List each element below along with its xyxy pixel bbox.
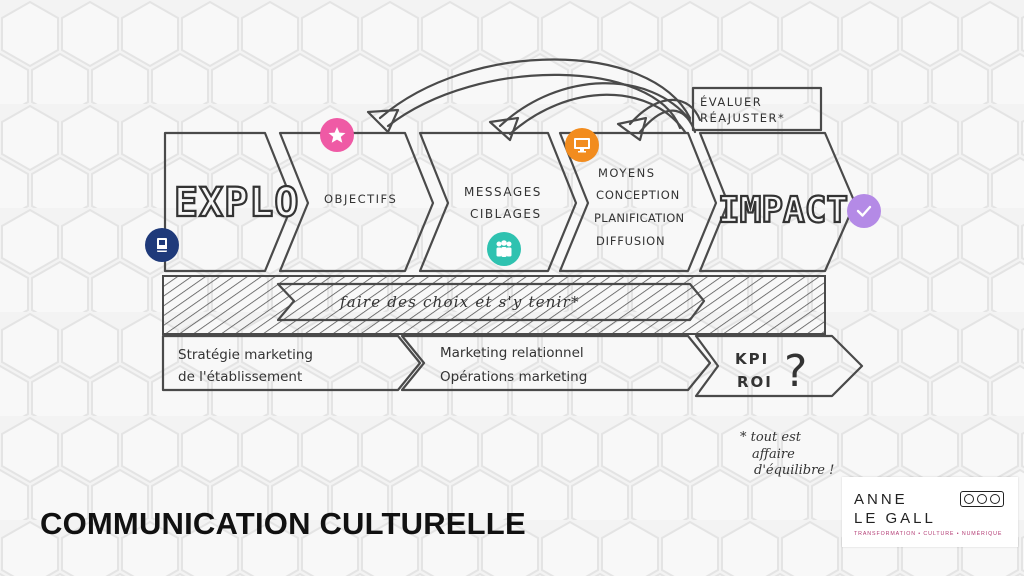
question-mark: ?	[784, 346, 807, 397]
marketing-line-1: Marketing relationnel	[440, 345, 584, 361]
strategie-line-2: de l'établissement	[178, 369, 302, 385]
step-moyens-line-4: DIFFUSION	[596, 234, 665, 248]
step-objectifs	[278, 131, 435, 273]
step-messages	[418, 131, 578, 273]
step-moyens	[558, 131, 718, 273]
author-logo: ANNE LE GALL TRANSFORMATION • CULTURE • …	[842, 477, 1018, 547]
check-badge	[847, 194, 881, 228]
logo-line-1: ANNE	[854, 491, 908, 508]
banner-text: faire des choix et s'y tenir*	[339, 293, 580, 311]
logo-line-2: LE GALL	[854, 510, 936, 527]
bottom-marketing	[400, 334, 712, 392]
monitor-badge	[565, 128, 599, 162]
marketing-line-2: Opérations marketing	[440, 369, 587, 385]
kpi-label: KPI	[735, 350, 769, 368]
step-objectifs-label: OBJECTIFS	[324, 192, 397, 206]
star-badge	[320, 118, 354, 152]
step-messages-line-1: MESSAGES	[464, 185, 542, 199]
step-moyens-line-1: MOYENS	[598, 166, 656, 180]
banner-arrow	[276, 282, 706, 322]
book-badge	[145, 228, 179, 262]
step-moyens-line-2: CONCEPTION	[596, 188, 680, 202]
feedback-line-2: RÉAJUSTER*	[700, 110, 785, 125]
footnote-line-1: * tout est	[740, 430, 802, 445]
check-icon	[856, 205, 872, 217]
footnote-line-2: affaire	[752, 447, 795, 462]
people-badge	[487, 232, 521, 266]
bottom-kpi	[694, 334, 864, 398]
footnote-line-3: d'équilibre !	[754, 463, 834, 478]
cc-by-nc-icon	[960, 491, 1004, 507]
monitor-icon	[574, 138, 590, 153]
logo-tagline: TRANSFORMATION • CULTURE • NUMÉRIQUE	[854, 531, 1003, 537]
step-moyens-line-3: PLANIFICATION	[594, 211, 684, 225]
hatched-band	[162, 275, 826, 335]
roi-label: ROI	[737, 373, 773, 391]
bottom-strategie	[161, 334, 422, 392]
page-title: COMMUNICATION CULTURELLE	[40, 506, 526, 541]
strategie-line-1: Stratégie marketing	[178, 347, 313, 363]
book-icon	[157, 238, 167, 252]
step-impact-label: IMPACT	[718, 190, 848, 231]
step-impact	[698, 131, 857, 273]
feedback-arrows	[366, 58, 702, 142]
feedback-line-1: ÉVALUER	[700, 94, 762, 109]
people-icon	[496, 240, 512, 257]
step-explo-label: EXPLO	[174, 180, 299, 226]
star-icon	[328, 127, 346, 143]
feedback-box	[691, 86, 823, 132]
step-messages-line-2: CIBLAGES	[470, 207, 542, 221]
